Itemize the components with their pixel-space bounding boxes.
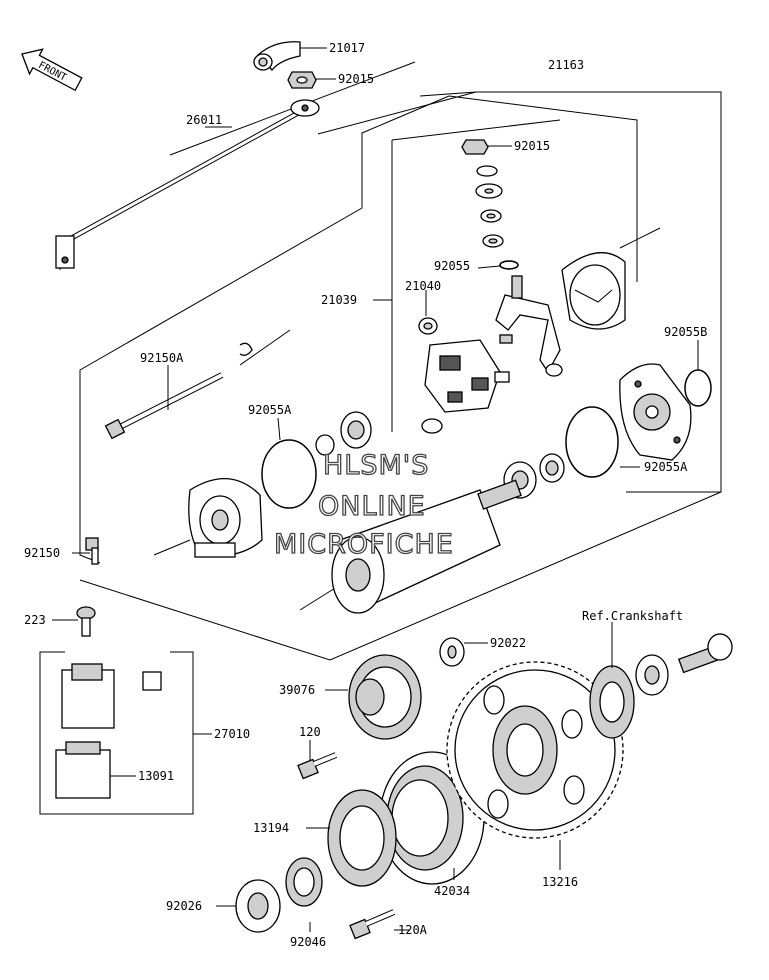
- callout-26011: 26011: [186, 113, 222, 127]
- part-39076-gear: [348, 654, 422, 740]
- front-arrow-icon: FRONT: [21, 48, 83, 92]
- part-120A-bolt: [349, 909, 396, 940]
- callout-13091: 13091: [138, 769, 174, 783]
- part-92055-o-ring: [499, 260, 519, 270]
- watermark-line-2: ONLINE: [318, 491, 426, 522]
- callout-27010: 27010: [214, 727, 250, 741]
- part-92150-bolt: [85, 537, 99, 565]
- callout-21163: 21163: [548, 58, 584, 72]
- watermark-line-1: HLSM'S: [323, 450, 429, 481]
- leader-lines: [52, 47, 699, 932]
- end-cover: [619, 363, 692, 461]
- callout-13194: 13194: [253, 821, 289, 835]
- part-92055A-right-o-ring: [565, 406, 619, 478]
- callout-120A: 120A: [398, 923, 428, 937]
- bearing-right: [503, 453, 565, 499]
- crankshaft-washer: [635, 654, 669, 696]
- callout-21040: 21040: [405, 279, 441, 293]
- callout-92055B: 92055B: [664, 325, 707, 339]
- part-21039-brush-plate: [495, 275, 563, 377]
- watermark-line-3: MICROFICHE: [274, 529, 454, 560]
- front-cover: [188, 478, 263, 558]
- part-26011-cable: [55, 99, 320, 269]
- part-13091-relay-cover: [55, 741, 111, 799]
- crankshaft-bolt: [677, 633, 733, 674]
- rear-cover: [561, 252, 626, 330]
- callout-ref-crankshaft: Ref.Crankshaft: [582, 609, 683, 623]
- callout-39076: 39076: [279, 683, 315, 697]
- callout-120: 120: [299, 725, 321, 739]
- callout-92055A-right: 92055A: [644, 460, 688, 474]
- part-92055B-o-ring: [684, 369, 712, 407]
- part-92022-washer: [439, 637, 465, 667]
- brush-holder-assembly: [421, 339, 510, 434]
- part-21040-brush: [418, 317, 438, 335]
- bearing-left: [315, 411, 372, 456]
- callout-21039: 21039: [321, 293, 357, 307]
- callout-92015-mid: 92015: [514, 139, 550, 153]
- callout-92022: 92022: [490, 636, 526, 650]
- washer-stack: [475, 165, 519, 270]
- part-92046-needle-bearing: [285, 857, 323, 907]
- part-92015-nut-top: [287, 71, 317, 89]
- watermark: HLSM'S ONLINE MICROFICHE: [273, 449, 454, 560]
- callout-92150: 92150: [24, 546, 60, 560]
- callout-labels: 21017 92015 21163 26011 92015 92055 2103…: [24, 41, 707, 949]
- callout-13216: 13216: [542, 875, 578, 889]
- part-120-bolt: [297, 752, 338, 780]
- crankshaft-gear: [589, 665, 635, 739]
- part-92015-nut-mid: [461, 139, 489, 155]
- part-92026-washer: [235, 879, 281, 933]
- callout-92026: 92026: [166, 899, 202, 913]
- callout-92046: 92046: [290, 935, 326, 949]
- part-21017-terminal-cap: [253, 41, 301, 71]
- callout-92015-top: 92015: [338, 72, 374, 86]
- part-92055A-left-o-ring: [261, 439, 317, 509]
- relay-box: [39, 651, 194, 815]
- callout-21017: 21017: [329, 41, 365, 55]
- callout-92055A-left: 92055A: [248, 403, 292, 417]
- callout-92150A: 92150A: [140, 351, 184, 365]
- callout-92055: 92055: [434, 259, 470, 273]
- callout-223: 223: [24, 613, 46, 627]
- part-13216-starter-gear: [446, 661, 624, 839]
- callout-42034: 42034: [434, 884, 470, 898]
- relay-module: [61, 663, 162, 729]
- part-92150A-long-bolt: [104, 342, 253, 440]
- starter-armature: [331, 479, 522, 614]
- part-223-screw: [76, 606, 96, 637]
- part-13194-one-way-clutch: [327, 789, 397, 887]
